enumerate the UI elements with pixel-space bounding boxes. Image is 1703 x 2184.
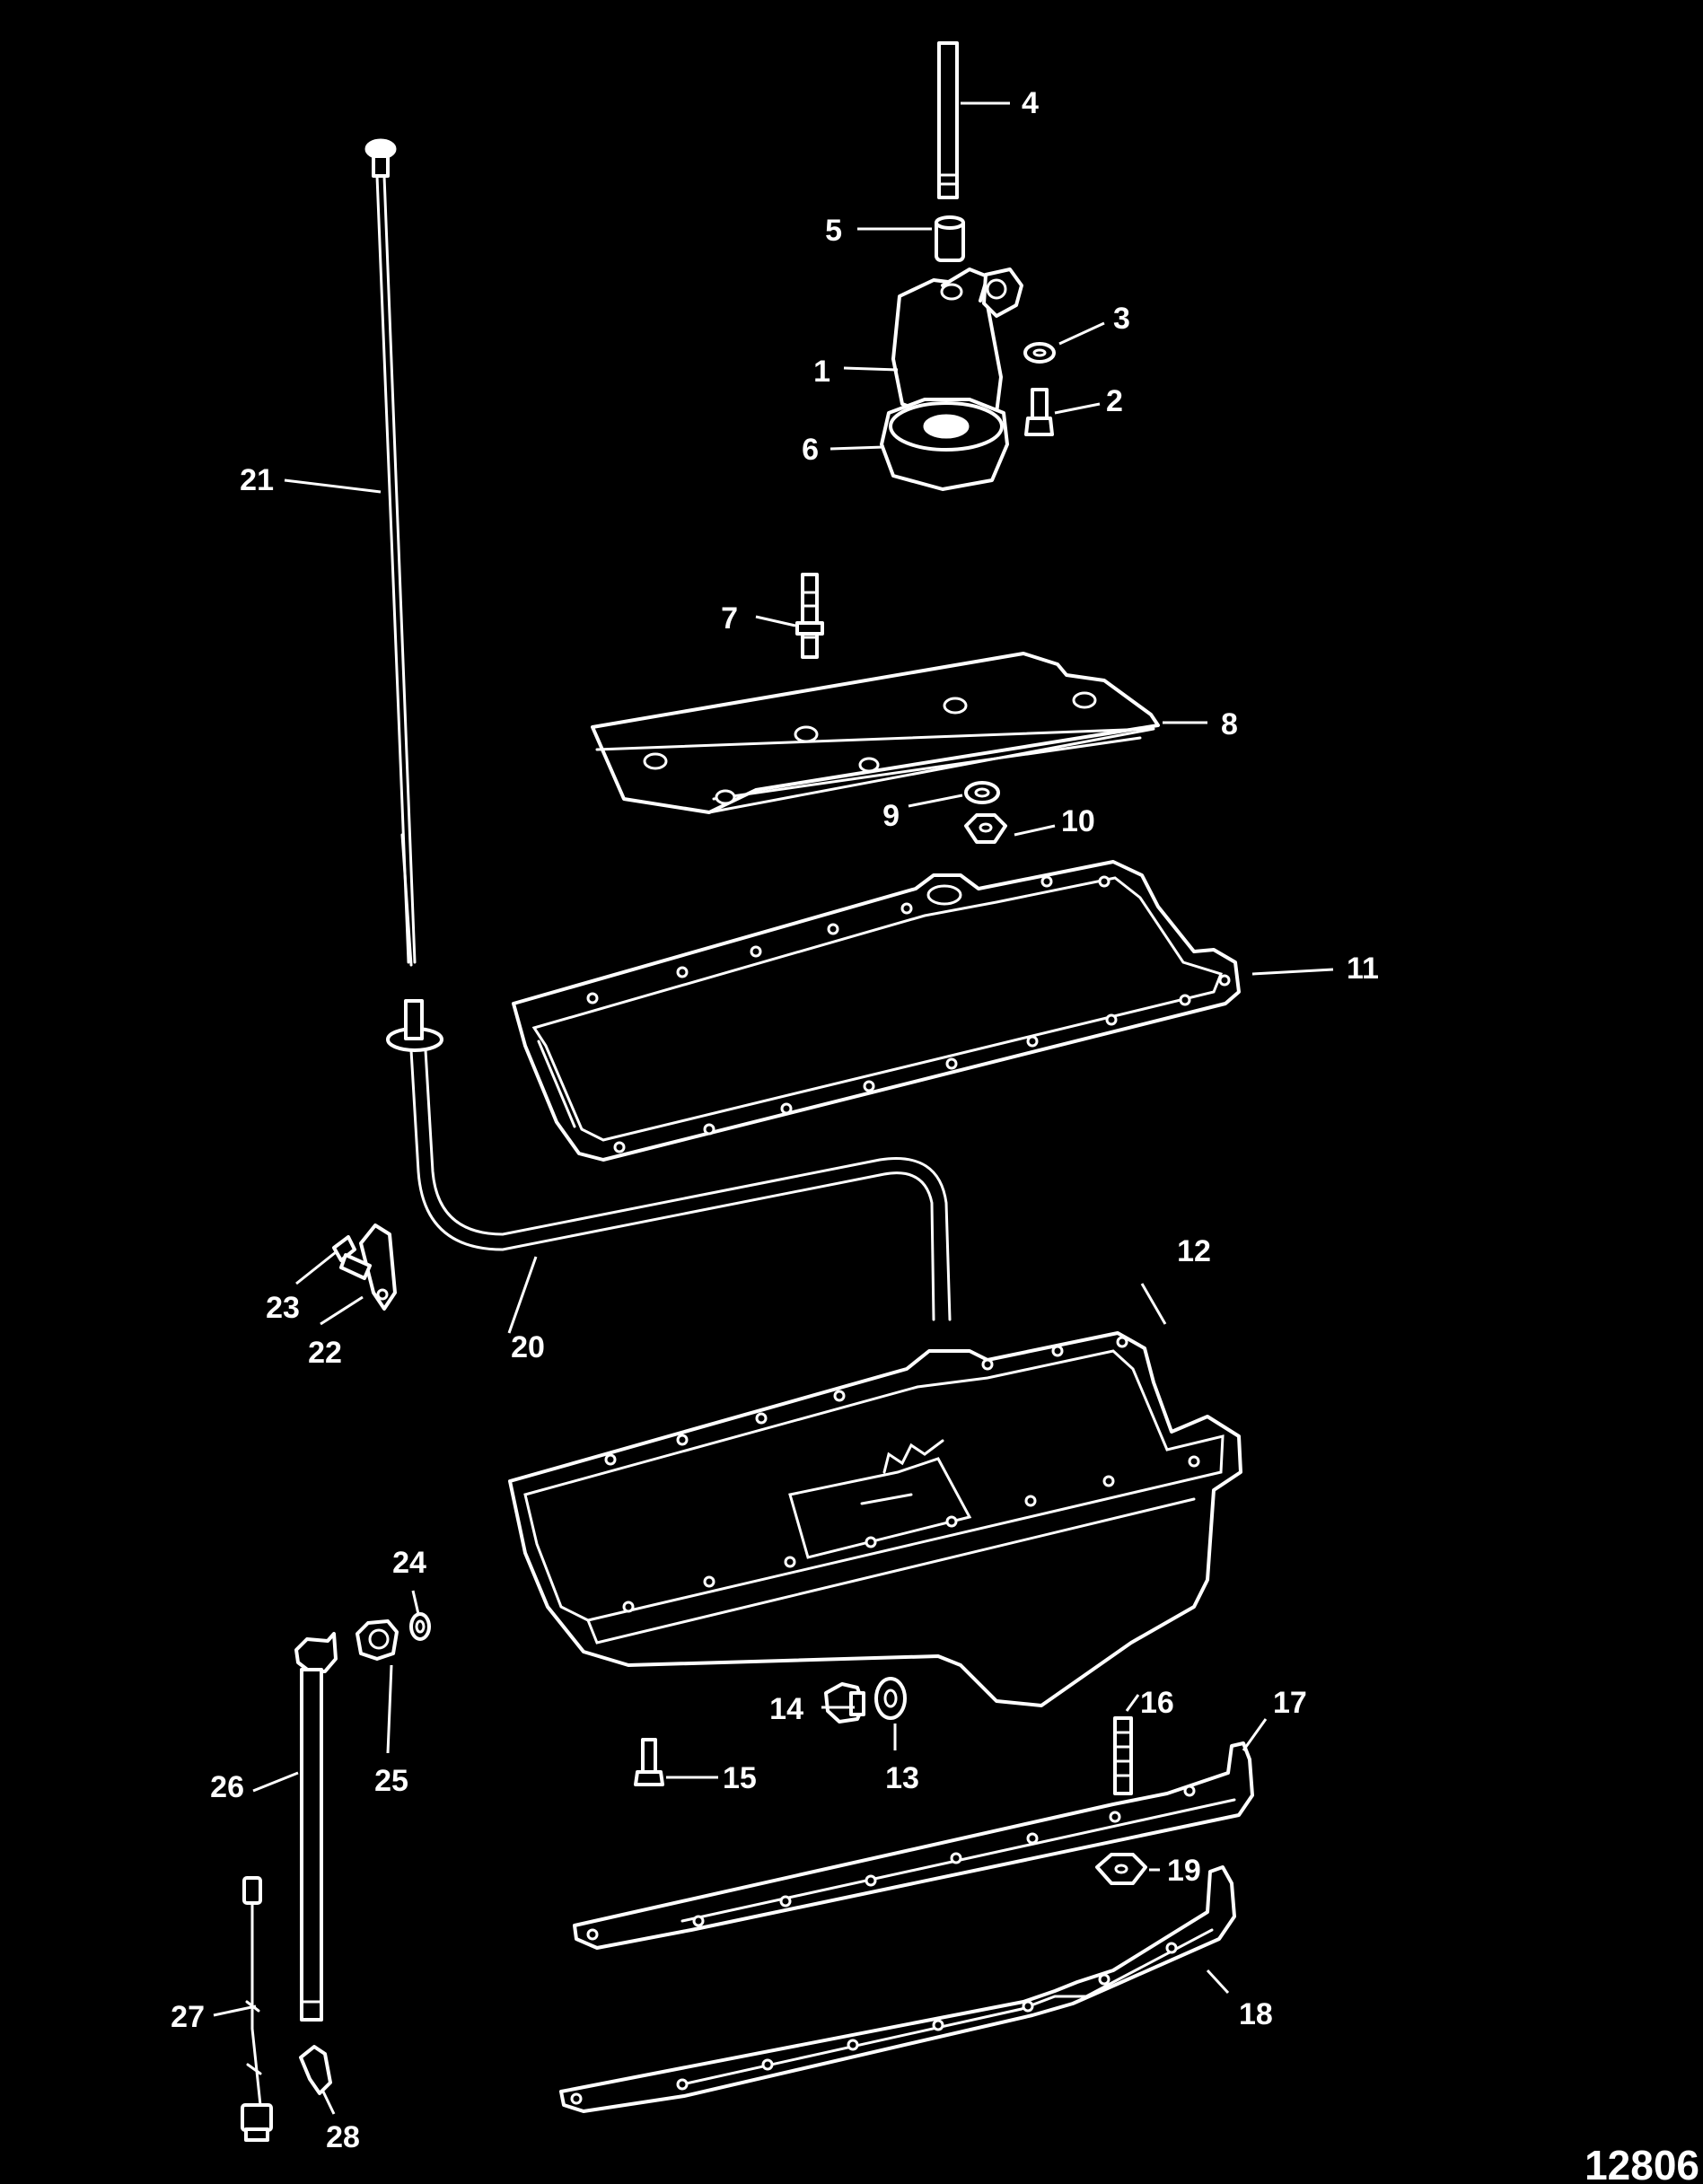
callout-1: 1 <box>813 355 830 389</box>
callout-11: 11 <box>1347 952 1379 986</box>
callout-9: 9 <box>882 799 900 833</box>
part-oil-pan-gasket <box>512 860 1241 1162</box>
callout-28: 28 <box>326 2120 360 2154</box>
callout-23: 23 <box>266 1291 300 1325</box>
part-reinforcement-strip-lower <box>559 1865 1236 2113</box>
callout-7: 7 <box>721 601 738 636</box>
callout-15: 15 <box>723 1761 757 1795</box>
part-fitting-washer <box>409 1612 431 1641</box>
callout-17: 17 <box>1273 1686 1307 1720</box>
part-drain-fitting <box>356 1619 399 1661</box>
part-oil-sender <box>241 1876 273 2142</box>
part-dipstick <box>364 138 417 967</box>
callout-3: 3 <box>1113 302 1130 336</box>
callout-21: 21 <box>240 463 274 497</box>
part-drain-plug <box>824 1682 865 1724</box>
part-pan-bolt <box>634 1738 664 1786</box>
callout-6: 6 <box>802 433 819 467</box>
part-tray-nut <box>964 813 1007 844</box>
part-dipstick-tube <box>386 999 952 1321</box>
callout-24: 24 <box>392 1546 426 1580</box>
part-baffle-stud <box>795 573 824 659</box>
figure-id: 12806 <box>1584 2142 1699 2184</box>
callout-20: 20 <box>511 1330 545 1364</box>
part-tube-clip <box>359 1224 397 1311</box>
part-oil-pump <box>891 268 1023 424</box>
callout-4: 4 <box>1022 86 1039 120</box>
part-spacer <box>935 215 965 262</box>
callout-26: 26 <box>210 1770 244 1804</box>
callout-12: 12 <box>1177 1234 1211 1268</box>
part-pickup-screen <box>880 398 1009 491</box>
part-tray-washer <box>964 781 1000 804</box>
part-pump-bolt <box>1024 388 1054 436</box>
callout-16: 16 <box>1140 1686 1174 1720</box>
leader-lines <box>213 101 1334 2115</box>
callout-2: 2 <box>1106 384 1123 418</box>
callout-8: 8 <box>1221 707 1238 741</box>
part-pan-stud <box>1113 1716 1133 1795</box>
callout-14: 14 <box>769 1692 803 1726</box>
part-strip-nut <box>1095 1853 1147 1885</box>
part-drain-washer <box>874 1677 907 1720</box>
part-pickup-stud <box>937 41 959 199</box>
part-pump-washer <box>1023 342 1056 364</box>
part-reinforcement-strip-upper <box>573 1741 1254 1950</box>
callout-18: 18 <box>1239 1997 1273 2031</box>
part-oil-pan <box>508 1331 1242 1707</box>
callout-25: 25 <box>374 1764 408 1798</box>
callout-labels: 1 2 3 4 5 6 7 8 9 10 11 12 13 14 15 16 1… <box>171 86 1379 2154</box>
callout-22: 22 <box>308 1336 342 1370</box>
part-drain-tube <box>294 1632 338 2022</box>
callout-13: 13 <box>885 1761 919 1795</box>
callout-5: 5 <box>825 214 842 248</box>
callout-10: 10 <box>1061 804 1095 838</box>
callout-19: 19 <box>1167 1854 1201 1888</box>
callout-27: 27 <box>171 2000 205 2034</box>
part-clip-bolt <box>332 1235 372 1280</box>
part-hose-clamp <box>299 2045 332 2095</box>
part-windage-tray <box>591 652 1160 814</box>
